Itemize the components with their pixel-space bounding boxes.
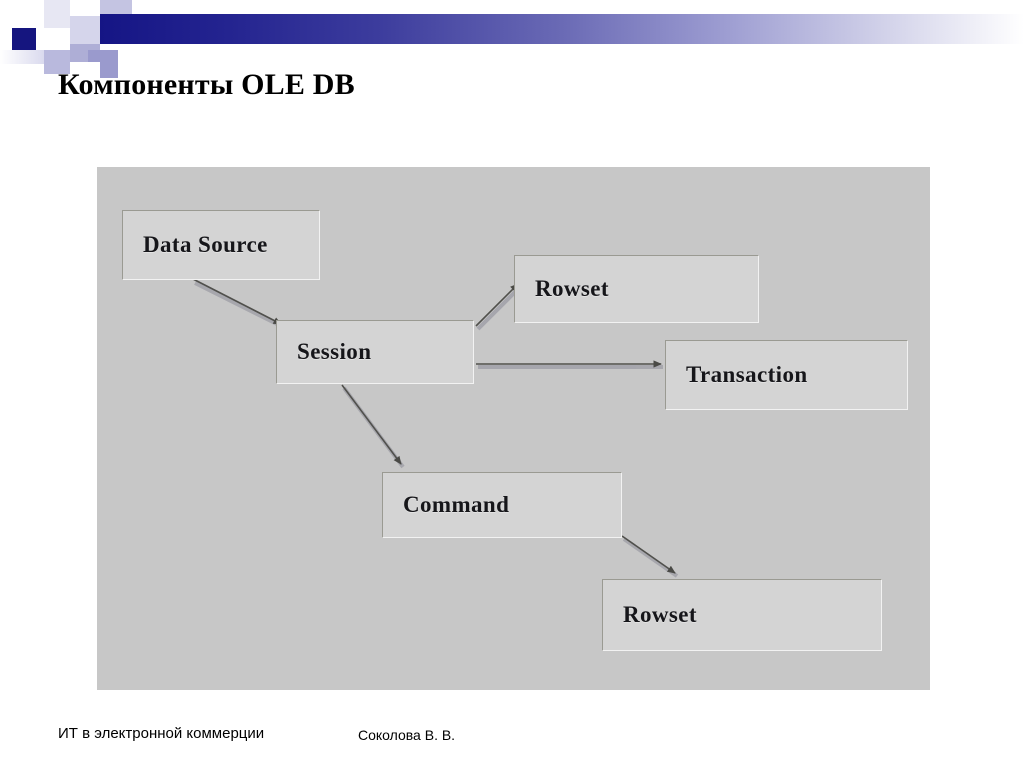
node-label: Command xyxy=(403,492,510,517)
decor-square-white-bottom xyxy=(70,62,100,78)
node-label: Session xyxy=(297,339,372,364)
node-rowset-top[interactable]: Rowset xyxy=(512,253,768,332)
decor-square-white-mid xyxy=(44,28,70,50)
node-label: Transaction xyxy=(686,362,808,387)
page-title: Компоненты OLE DB xyxy=(58,68,355,101)
decor-square-navy xyxy=(12,28,36,50)
edge-session-rowset-top xyxy=(475,283,519,327)
edge-session-command xyxy=(341,384,402,465)
node-command[interactable]: Command xyxy=(380,470,631,547)
edge-datasource-session xyxy=(192,278,282,325)
node-session[interactable]: Session xyxy=(274,318,483,393)
diagram-panel: Data Source Session Rowset Transaction C… xyxy=(97,167,930,690)
decor-square-blue-lower xyxy=(44,50,70,74)
decor-square-lavender-top xyxy=(100,0,132,14)
footer-course-label: ИТ в электронной коммерции xyxy=(58,725,265,742)
decor-square-pale xyxy=(44,0,70,28)
node-rowset-bottom[interactable]: Rowset xyxy=(600,577,891,660)
decor-square-white-upper xyxy=(70,0,100,16)
decor-square-white-left xyxy=(0,0,12,50)
decor-square-fade xyxy=(0,50,44,64)
decor-square-light xyxy=(70,16,100,44)
node-label: Data Source xyxy=(143,232,268,257)
header-gradient-bar xyxy=(100,14,1024,44)
footer-author-label: Соколова В. В. xyxy=(358,727,456,743)
node-data-source[interactable]: Data Source xyxy=(120,208,329,289)
node-label: Rowset xyxy=(535,276,609,301)
node-label: Rowset xyxy=(623,602,697,627)
edge-command-rowset-bottom xyxy=(621,535,676,574)
header-decor-squares xyxy=(0,0,140,80)
node-transaction[interactable]: Transaction xyxy=(663,338,917,419)
